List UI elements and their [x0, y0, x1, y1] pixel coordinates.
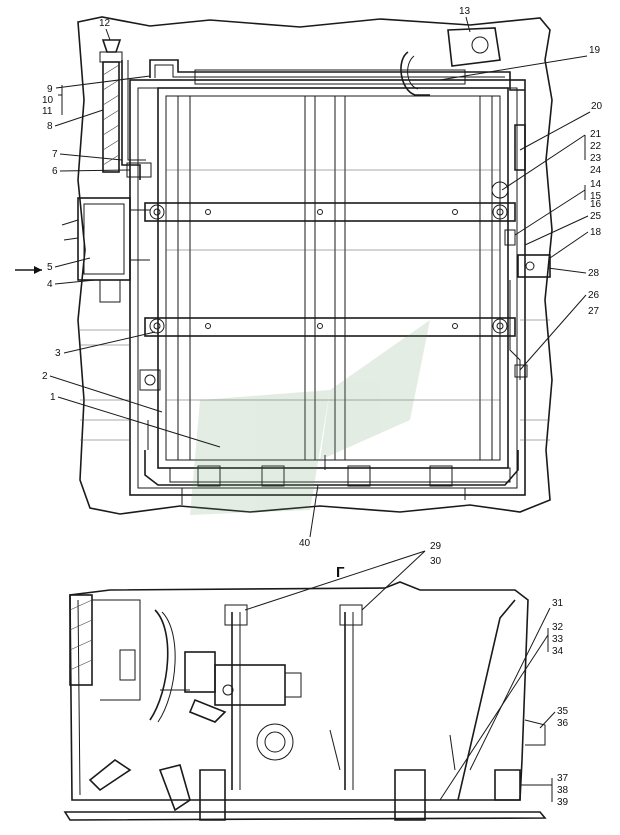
callout-35: 35 — [557, 706, 569, 717]
side-view-callouts: 29 30 31 32 33 34 35 36 37 38 39 — [244, 541, 569, 808]
callout-24: 24 — [590, 165, 602, 176]
callout-37: 37 — [557, 773, 569, 784]
callout-38: 38 — [557, 785, 569, 796]
callout-15: 15 — [590, 191, 602, 202]
callout-10: 10 — [42, 95, 54, 106]
callout-33: 33 — [552, 634, 564, 645]
callout-19: 19 — [589, 45, 601, 56]
callout-4: 4 — [47, 279, 53, 290]
callout-5: 5 — [47, 262, 53, 273]
callout-28: 28 — [588, 268, 600, 279]
top-view — [15, 16, 553, 515]
callout-7: 7 — [52, 149, 58, 160]
callout-29: 29 — [430, 541, 442, 552]
callout-32: 32 — [552, 622, 564, 633]
callout-26: 26 — [588, 290, 600, 301]
callout-22: 22 — [590, 141, 602, 152]
callout-39: 39 — [557, 797, 569, 808]
watermark-logo — [190, 320, 430, 515]
callout-31: 31 — [552, 598, 564, 609]
strap-upper — [144, 202, 516, 222]
callout-6: 6 — [52, 166, 58, 177]
callout-40: 40 — [299, 538, 311, 549]
callout-8: 8 — [47, 121, 53, 132]
side-view — [63, 581, 547, 821]
callout-13: 13 — [459, 6, 471, 17]
callout-12: 12 — [99, 18, 111, 29]
callout-36: 36 — [557, 718, 569, 729]
callout-34: 34 — [552, 646, 564, 657]
callout-21: 21 — [590, 129, 602, 140]
callout-2: 2 — [42, 371, 48, 382]
callout-14: 14 — [590, 179, 602, 190]
top-view-outline — [77, 16, 553, 515]
callout-11: 11 — [42, 106, 53, 117]
callout-3: 3 — [55, 348, 61, 359]
callout-20: 20 — [591, 101, 603, 112]
view-letter: Г — [336, 564, 345, 581]
callout-16: 16 — [590, 199, 602, 210]
strap-lower — [144, 317, 516, 337]
callout-18: 18 — [590, 227, 602, 238]
callout-25: 25 — [590, 211, 602, 222]
callout-30: 30 — [430, 556, 442, 567]
callout-27: 27 — [588, 306, 600, 317]
callout-9: 9 — [47, 84, 53, 95]
callout-23: 23 — [590, 153, 602, 164]
top-view-callouts: 12 13 19 9 10 11 8 20 21 22 23 24 7 6 14… — [42, 6, 603, 549]
callout-1: 1 — [50, 392, 56, 403]
